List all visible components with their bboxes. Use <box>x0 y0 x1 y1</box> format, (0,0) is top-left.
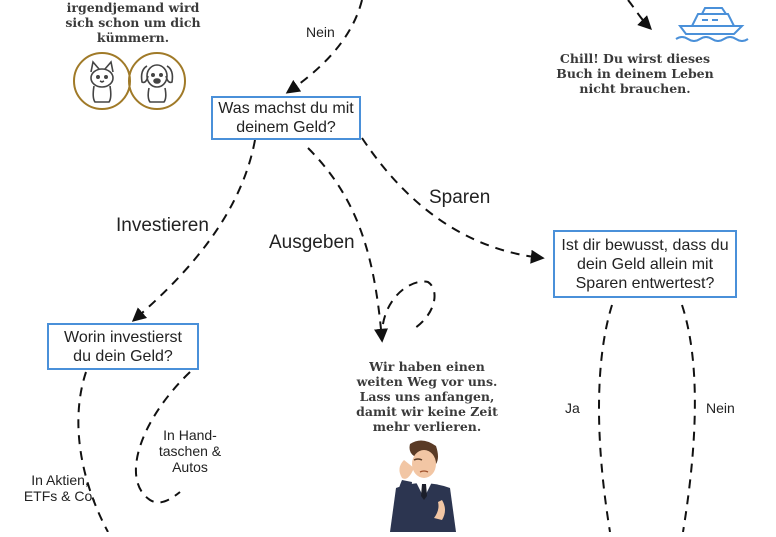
dog-icon <box>128 52 186 110</box>
label-sparen: Sparen <box>429 187 491 208</box>
label-ja: Ja <box>565 400 580 416</box>
boat-icon <box>672 4 752 42</box>
worried-person-icon <box>382 438 464 532</box>
top-right-text: Chill! Du wirst dieses Buch in deinem Le… <box>556 51 714 96</box>
label-nein-top: Nein <box>306 24 335 40</box>
arrow-to-boat <box>627 0 652 30</box>
label-ausgeben: Ausgeben <box>269 232 355 253</box>
box-invest-question: Worin investierst du dein Geld? <box>47 323 199 370</box>
line-nein-right <box>681 304 696 532</box>
box-money-question: Was machst du mit deinem Geld? <box>211 96 361 140</box>
box-aware-question: Ist dir bewusst, dass du dein Geld allei… <box>553 230 737 298</box>
middle-text: Wir haben einen weiten Weg vor uns. Lass… <box>356 359 498 434</box>
label-handtaschen: In Hand- taschen & Autos <box>158 427 222 475</box>
cat-icon <box>73 52 131 110</box>
label-investieren: Investieren <box>116 215 209 236</box>
label-nein-right: Nein <box>706 400 735 416</box>
arrow-ausgeben <box>307 147 388 343</box>
line-ja <box>598 304 613 532</box>
arrow-investieren <box>131 139 256 322</box>
line-handtaschen <box>134 371 191 504</box>
label-aktien: In Aktien, ETFs & Co. <box>23 472 97 504</box>
top-left-text: irgendjemand wird sich schon um dich küm… <box>65 0 201 45</box>
arrow-nein-top <box>285 0 363 94</box>
loop-ausgeben <box>380 280 436 341</box>
line-aktien <box>77 371 109 532</box>
arrow-sparen <box>361 137 545 264</box>
